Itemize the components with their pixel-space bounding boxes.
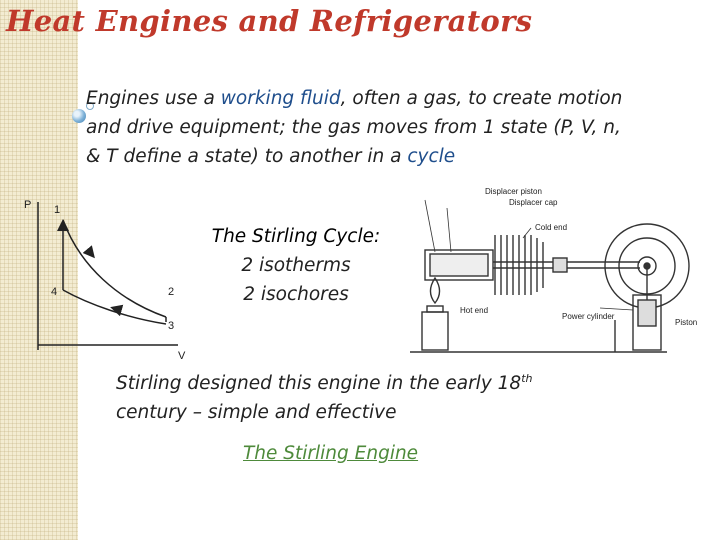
flame-icon: [429, 276, 441, 305]
stirling-engine-drawing: Displacer piston Displacer cap Cold end …: [410, 187, 697, 353]
cycle-term: cycle: [407, 146, 456, 167]
intro-text-2: , often a gas, to create motion and driv…: [86, 88, 623, 167]
pv-diagram: P V 1 2 3 4: [24, 199, 186, 362]
point-4-label: 4: [51, 286, 57, 298]
designed-superscript: th: [521, 372, 533, 385]
label-hot-end: Hot end: [460, 306, 488, 315]
burner: [421, 311, 449, 351]
label-piston: Piston: [675, 318, 697, 327]
cooling-fins: [494, 235, 544, 295]
arrow-1-2: [82, 245, 95, 259]
bullet-ring-icon: [86, 102, 94, 110]
label-displacer-piston: Displacer piston: [485, 187, 542, 196]
isotherms-line: 2 isotherms: [241, 255, 351, 276]
label-displacer-cap: Displacer cap: [509, 198, 558, 207]
leader-displacer-cap: [446, 207, 452, 253]
intro-text-1: Engines use a: [86, 88, 221, 109]
power-piston: [637, 299, 657, 327]
p-axis-label: P: [24, 199, 31, 211]
slide-title: Heat Engines and Refrigerators: [6, 4, 533, 38]
v-axis-label: V: [178, 350, 186, 362]
point-2-label: 2: [168, 286, 174, 298]
point-1-label: 1: [54, 204, 60, 216]
guide-block: [552, 257, 568, 273]
label-power-cylinder: Power cylinder: [562, 312, 615, 321]
designed-paragraph: Stirling designed this engine in the ear…: [116, 364, 556, 427]
burner-cap: [426, 305, 444, 313]
working-fluid-term: working fluid: [220, 88, 341, 109]
leader-power-cylinder: [599, 307, 634, 311]
intro-paragraph: Engines use a working fluid, often a gas…: [86, 84, 631, 171]
power-cylinder: [632, 294, 662, 351]
designed-text-2: century – simple and effective: [116, 402, 397, 424]
stirling-cycle-heading: The Stirling Cycle:: [211, 226, 381, 247]
arrow-3-4: [110, 304, 124, 317]
hot-isotherm-curve: [62, 219, 167, 318]
stirling-cycle-caption: The Stirling Cycle: 2 isotherms 2 isocho…: [196, 222, 396, 309]
label-cold-end: Cold end: [535, 223, 567, 232]
displacer-cylinder: [424, 249, 494, 281]
decorative-side-stripe: [0, 0, 78, 540]
stirling-engine-link[interactable]: The Stirling Engine: [243, 443, 419, 464]
point-3-label: 3: [168, 320, 174, 332]
cold-isotherm-curve: [62, 289, 167, 325]
leader-cold-end: [522, 227, 532, 239]
leader-displacer-piston: [424, 199, 436, 253]
isochores-line: 2 isochores: [243, 284, 349, 305]
designed-text-1: Stirling designed this engine in the ear…: [116, 373, 522, 395]
bullet-icon: [72, 109, 86, 123]
displacer-piston: [429, 253, 489, 277]
